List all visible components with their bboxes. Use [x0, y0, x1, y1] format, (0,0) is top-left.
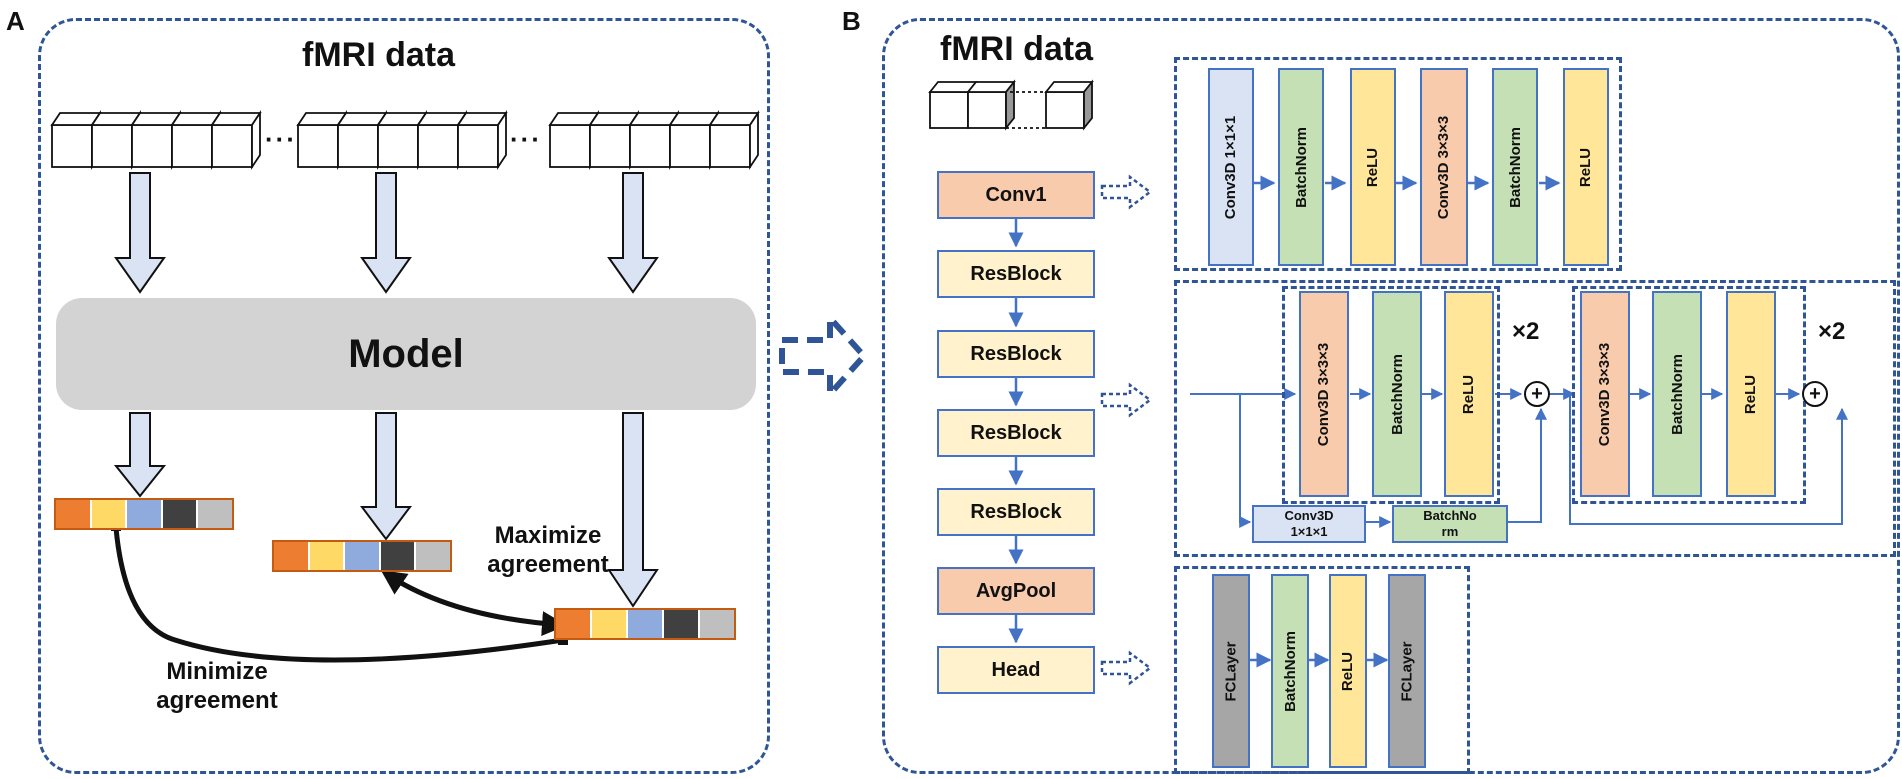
model-box: Model [56, 298, 756, 410]
conv1-layer-conv3d-1x1x1: Conv3D 1×1×1 [1208, 68, 1254, 266]
resblock-arrows [1190, 388, 1848, 528]
resblock-detail-box [1174, 280, 1896, 557]
head-layer-fc-2: FCLayer [1388, 574, 1426, 768]
input-arrow-2 [360, 172, 412, 294]
resblock-layer-conv3d-1: Conv3D 3×3×3 [1299, 291, 1349, 497]
output-arrow-3 [607, 412, 659, 608]
minimize-anchor-bottom [558, 635, 568, 645]
model-label: Model [348, 331, 464, 376]
maximize-agreement-label: Maximize agreement [487, 522, 609, 578]
ellipsis-1: ··· [265, 124, 297, 154]
conv1-layer-relu-1: ReLU [1350, 68, 1396, 266]
resblock-layer-batchnorm-1: BatchNorm [1372, 291, 1422, 497]
expand-arrow-resblock [1100, 382, 1153, 418]
panel-transition-arrow [779, 312, 869, 402]
minimize-agreement-label: Minimize agreement [156, 658, 278, 714]
stage-head: Head [937, 646, 1095, 694]
resblock-unit-1-box [1282, 286, 1500, 504]
expand-arrow-conv1 [1100, 174, 1153, 210]
residual-add-1: + [1524, 381, 1550, 407]
fmri-volume-group-1 [50, 110, 262, 170]
embedding-vector-3 [554, 608, 736, 640]
head-detail-box [1174, 566, 1470, 774]
shortcut-conv3d: Conv3D 1×1×1 [1252, 505, 1366, 543]
stage-avgpool: AvgPool [937, 567, 1095, 615]
stage-resblock-2: ResBlock [937, 330, 1095, 378]
repeat-label-2: ×2 [1818, 318, 1846, 345]
head-layer-batchnorm: BatchNorm [1271, 574, 1309, 768]
conv1-layer-batchnorm-1: BatchNorm [1278, 68, 1324, 266]
minimize-agreement-arrow [113, 527, 564, 663]
repeat-label-1: ×2 [1512, 318, 1540, 345]
expand-arrow-head [1100, 650, 1153, 686]
conv1-layer-conv3d-3x3x3: Conv3D 3×3×3 [1420, 68, 1468, 266]
conv1-layer-batchnorm-2: BatchNorm [1492, 68, 1538, 266]
fmri-volume-group-3 [548, 110, 760, 170]
panel-a-letter: A [6, 6, 25, 36]
head-layer-fc-1: FCLayer [1212, 574, 1250, 768]
panel-b-letter: B [842, 6, 861, 36]
output-arrows [113, 412, 659, 608]
panel-a-title: fMRI data [302, 36, 455, 74]
stage-conv1: Conv1 [937, 171, 1095, 219]
stage-resblock-1: ResBlock [937, 250, 1095, 298]
input-arrows [114, 172, 659, 294]
conv1-layer-relu-2: ReLU [1563, 68, 1609, 266]
resblock-layer-batchnorm-2: BatchNorm [1652, 291, 1702, 497]
resblock-layer-relu-1: ReLU [1444, 291, 1494, 497]
stage-resblock-3: ResBlock [937, 409, 1095, 457]
panel-a-frame [38, 18, 770, 774]
fmri-volume-group-2 [296, 110, 508, 170]
ellipsis-2: ··· [510, 124, 542, 154]
fmri-volume-icon [928, 79, 1094, 131]
resblock-layer-relu-2: ReLU [1726, 291, 1776, 497]
resblock-layer-conv3d-2: Conv3D 3×3×3 [1580, 291, 1630, 497]
output-arrow-2 [360, 412, 412, 541]
input-arrow-1 [114, 172, 166, 294]
input-arrow-3 [607, 172, 659, 294]
stage-resblock-4: ResBlock [937, 488, 1095, 536]
shortcut-batchnorm: BatchNo rm [1392, 505, 1508, 543]
output-arrow-1 [113, 412, 167, 498]
embedding-vector-1 [54, 498, 234, 530]
conv1-detail-box [1174, 57, 1622, 271]
expand-arrows [1100, 174, 1153, 686]
embedding-vector-2 [272, 540, 452, 572]
panel-b-title: fMRI data [940, 30, 1093, 68]
head-layer-relu: ReLU [1329, 574, 1367, 768]
residual-add-2: + [1802, 381, 1828, 407]
maximize-agreement-arrow [380, 570, 567, 637]
